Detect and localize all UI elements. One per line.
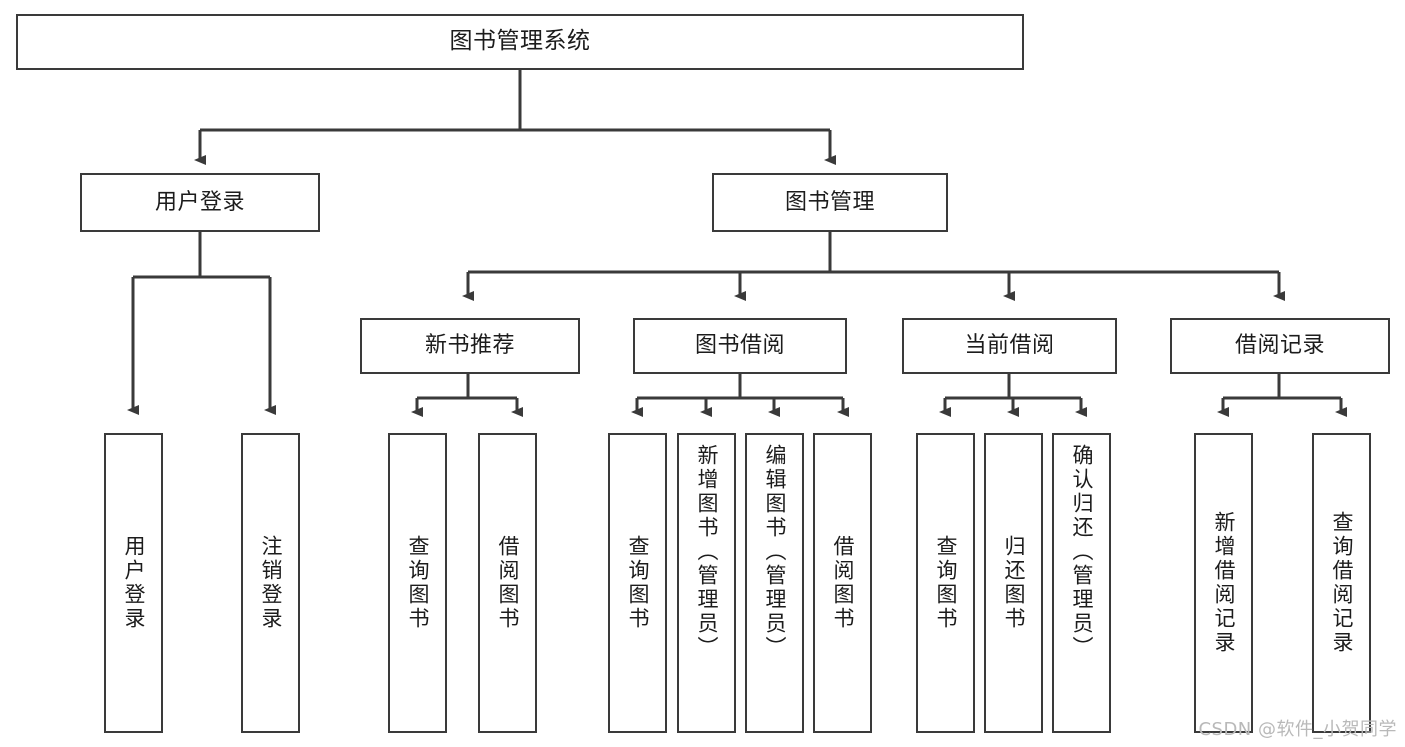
node-label: 新增借阅记录 — [1212, 511, 1236, 655]
node-book-management[interactable]: 图书管理 — [712, 173, 948, 232]
watermark-text: CSDN @软件_小贺同学 — [1198, 719, 1397, 740]
node-borrow-records[interactable]: 借阅记录 — [1170, 318, 1390, 374]
node-label: 图书管理 — [784, 189, 875, 215]
leaf-user-login-login[interactable]: 用户登录 — [104, 433, 163, 733]
node-label: 新书推荐 — [424, 333, 515, 359]
node-label: 归还图书 — [1002, 535, 1026, 631]
leaf-recommend-borrow-book[interactable]: 借阅图书 — [478, 433, 537, 733]
leaf-current-return-book[interactable]: 归还图书 — [984, 433, 1043, 733]
node-label: 编辑图书（管理员） — [763, 444, 787, 660]
node-root-system[interactable]: 图书管理系统 — [16, 14, 1024, 70]
node-label: 注销登录 — [259, 535, 283, 631]
leaf-current-query-book[interactable]: 查询图书 — [916, 433, 975, 733]
leaf-borrow-edit-book-admin[interactable]: 编辑图书（管理员） — [745, 433, 804, 733]
node-book-borrow[interactable]: 图书借阅 — [633, 318, 847, 374]
node-current-borrow[interactable]: 当前借阅 — [902, 318, 1117, 374]
node-label: 新增图书（管理员） — [695, 444, 719, 660]
node-label: 借阅图书 — [831, 535, 855, 631]
leaf-user-login-logout[interactable]: 注销登录 — [241, 433, 300, 733]
node-user-login[interactable]: 用户登录 — [80, 173, 320, 232]
leaf-borrow-borrow-book[interactable]: 借阅图书 — [813, 433, 872, 733]
node-label: 借阅记录 — [1234, 333, 1325, 359]
node-label: 查询图书 — [406, 535, 430, 631]
node-label: 借阅图书 — [496, 535, 520, 631]
leaf-records-query-record[interactable]: 查询借阅记录 — [1312, 433, 1371, 733]
leaf-current-confirm-return-admin[interactable]: 确认归还（管理员） — [1052, 433, 1111, 733]
node-label: 图书借阅 — [694, 333, 785, 359]
node-label: 当前借阅 — [964, 333, 1055, 359]
leaf-recommend-query-book[interactable]: 查询图书 — [388, 433, 447, 733]
node-label: 确认归还（管理员） — [1070, 444, 1094, 660]
leaf-borrow-query-book[interactable]: 查询图书 — [608, 433, 667, 733]
node-label: 用户登录 — [154, 189, 245, 215]
node-label: 查询图书 — [934, 535, 958, 631]
leaf-records-add-record[interactable]: 新增借阅记录 — [1194, 433, 1253, 733]
node-new-book-recommend[interactable]: 新书推荐 — [360, 318, 580, 374]
node-label: 用户登录 — [122, 535, 146, 631]
leaf-borrow-add-book-admin[interactable]: 新增图书（管理员） — [677, 433, 736, 733]
node-label: 查询借阅记录 — [1330, 511, 1354, 655]
node-label: 查询图书 — [626, 535, 650, 631]
node-label: 图书管理系统 — [449, 28, 591, 55]
